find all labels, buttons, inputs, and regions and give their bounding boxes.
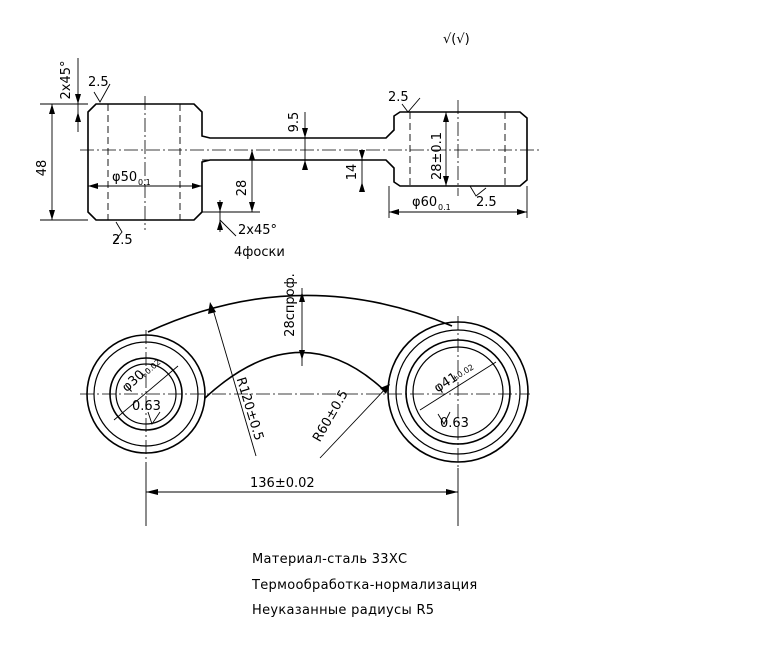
- roughness-right-top: 2.5: [388, 90, 409, 105]
- arrow: [302, 128, 308, 138]
- arrow: [75, 94, 81, 104]
- dim-bore-left-tol: +0.02: [138, 358, 162, 381]
- dim-rib-right: 14: [345, 164, 360, 181]
- plan-view: 28спроф. R120±0.5 R60±0.5 φ30 +0.02 0.63…: [80, 273, 530, 526]
- roughness-left-top: 2.5: [88, 75, 109, 90]
- arrow: [443, 112, 449, 122]
- roughness-tick: [437, 411, 451, 425]
- dim-radius-inner: R60±0.5: [310, 388, 352, 445]
- dim-height-right: 28±0.1: [430, 132, 445, 180]
- leader: [219, 219, 237, 237]
- dim-diam-left: φ50: [112, 170, 137, 185]
- arrow: [208, 302, 216, 314]
- arrow: [146, 489, 158, 495]
- dim-diam-right-tol: 0.1: [438, 203, 451, 212]
- dim-line-bore-right: [419, 361, 497, 411]
- arrow: [380, 384, 390, 394]
- dim-diam-right: φ60: [412, 195, 437, 210]
- note-material: Материал-сталь 33ХС: [252, 552, 408, 567]
- side-view: 48 2x45° 2.5 φ50 0.1 2.5 28 2x45° 4фоски: [35, 58, 540, 260]
- arrow: [302, 160, 308, 170]
- dim-radius-outer: R120±0.5: [233, 376, 266, 443]
- arrow: [299, 292, 305, 302]
- arrow: [88, 183, 98, 189]
- roughness-tick: [113, 221, 123, 243]
- leader-r120: [211, 305, 257, 457]
- arrow: [446, 489, 458, 495]
- arrow: [192, 183, 202, 189]
- roughness-bore-right: 0.63: [440, 416, 469, 431]
- arrow: [517, 209, 527, 215]
- arrow: [389, 209, 399, 215]
- dim-center-distance: 136±0.02: [250, 476, 315, 491]
- arrow: [359, 150, 365, 160]
- dim-bore-right-tol: +0.02: [450, 363, 476, 384]
- dim-rib-height: 28: [235, 180, 250, 197]
- inner-arc: [204, 351, 387, 399]
- arrow: [249, 202, 255, 212]
- dim-chamfer-left-top: 2x45°: [59, 60, 74, 99]
- arrow: [443, 176, 449, 186]
- arrow: [217, 220, 223, 230]
- note-heat-treatment: Термообработка-нормализация: [252, 578, 478, 593]
- dim-diam-left-tol: 0.1: [138, 178, 151, 187]
- roughness-tick: [469, 185, 487, 197]
- roughness-right-bottom: 2.5: [476, 195, 497, 210]
- dim-chamfer-count: 4фоски: [234, 245, 285, 260]
- dim-rib-profile: 28спроф.: [283, 273, 298, 337]
- arrow: [249, 150, 255, 160]
- dim-web-thickness: 9.5: [287, 112, 302, 133]
- outer-arc: [147, 294, 453, 333]
- roughness-tick: [147, 411, 161, 426]
- arrow: [217, 202, 223, 212]
- dim-chamfer-mid: 2x45°: [238, 223, 277, 238]
- arrow: [359, 182, 365, 192]
- roughness-general-mark: √(√): [443, 32, 470, 47]
- roughness-left-bottom: 2.5: [112, 233, 133, 248]
- roughness-tick: [93, 83, 111, 103]
- roughness-bore-left: 0.63: [132, 399, 161, 414]
- arrow: [49, 104, 55, 114]
- arrow: [299, 350, 305, 360]
- arrow: [49, 210, 55, 220]
- roughness-tick: [401, 97, 421, 113]
- arrow: [75, 112, 81, 122]
- left-boss-outline: [87, 103, 528, 221]
- note-radii: Неуказанные радиусы R5: [252, 603, 435, 618]
- dim-line-bore-left: [113, 365, 179, 421]
- leader-r60: [319, 385, 389, 459]
- dim-height-left: 48: [35, 160, 50, 177]
